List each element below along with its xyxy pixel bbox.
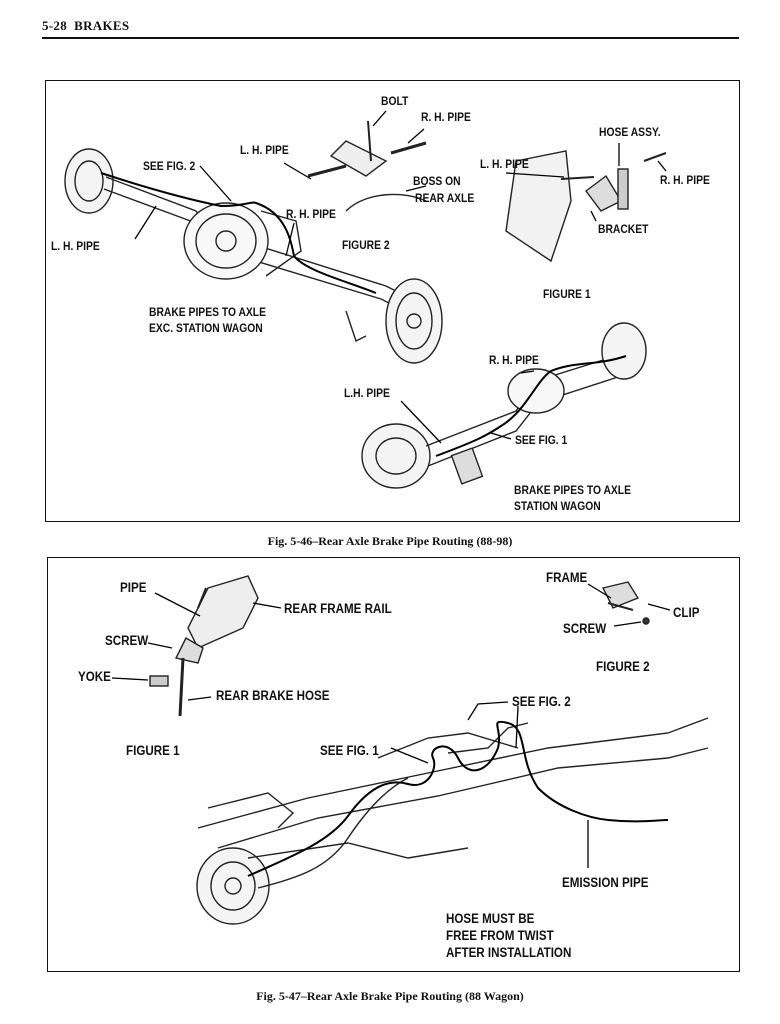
label-rh-pipe-fig1: R. H. PIPE — [660, 173, 710, 187]
label-lh-pipe-top: L. H. PIPE — [240, 143, 289, 157]
label-rear-frame-rail: REAR FRAME RAIL — [284, 601, 392, 616]
page-header: 5-28 BRAKES — [42, 18, 129, 34]
wagon-axle-illustration — [361, 322, 647, 489]
figure-5-47-drawing — [111, 575, 709, 925]
label-lh-pipe-left: L. H. PIPE — [51, 239, 100, 253]
label-brake-pipes-to-axle: BRAKE PIPES TO AXLE — [149, 305, 266, 319]
label-rh-pipe-mid: R. H. PIPE — [286, 207, 336, 221]
label-figure-2: FIGURE 2 — [596, 659, 650, 674]
label-hose-assy: HOSE ASSY. — [599, 125, 661, 139]
label-figure-2: FIGURE 2 — [342, 238, 390, 252]
figure-2-detail-illustration — [601, 581, 650, 625]
label-screw-fig1: SCREW — [105, 633, 149, 648]
figure-5-46-caption: Fig. 5-46–Rear Axle Brake Pipe Routing (… — [267, 534, 513, 548]
brake-pipe-line-main — [100, 172, 377, 294]
label-station-wagon: STATION WAGON — [514, 499, 601, 513]
label-figure-1: FIGURE 1 — [126, 743, 180, 758]
brake-pipe-line — [247, 720, 669, 877]
figure-1-detail-illustration — [149, 575, 259, 717]
chassis-illustration — [196, 717, 709, 925]
label-see-fig-2: SEE FIG. 2 — [143, 159, 196, 173]
label-lh-pipe-fig1: L. H. PIPE — [480, 157, 529, 171]
label-see-fig-2: SEE FIG. 2 — [512, 694, 571, 709]
label-pipe: PIPE — [120, 580, 147, 595]
label-see-fig-1: SEE FIG. 1 — [515, 433, 568, 447]
label-rh-pipe-top: R. H. PIPE — [421, 110, 471, 124]
figure-2-detail-illustration — [307, 120, 427, 212]
label-yoke: YOKE — [78, 669, 111, 684]
label-clip: CLIP — [673, 605, 700, 620]
leader-lines — [111, 583, 671, 868]
figure-1-detail-illustration — [505, 150, 667, 263]
label-rear-axle: REAR AXLE — [415, 191, 475, 205]
figure-5-47-caption: Fig. 5-47–Rear Axle Brake Pipe Routing (… — [256, 989, 524, 1003]
page-number: 5-28 — [42, 18, 68, 33]
label-boss-on: BOSS ON — [413, 174, 461, 188]
label-brake-pipes-to-axle-wagon: BRAKE PIPES TO AXLE — [514, 483, 631, 497]
label-bolt: BOLT — [381, 94, 409, 108]
figure-5-46-panel: BOLT R. H. PIPE L. H. PIPE SEE FIG. 2 BO… — [45, 80, 740, 522]
figure-5-47-panel: PIPE REAR FRAME RAIL SCREW YOKE REAR BRA… — [47, 557, 740, 972]
leader-lines — [134, 110, 667, 444]
header-rule — [42, 37, 739, 39]
label-frame: FRAME — [546, 570, 588, 585]
label-emission-pipe: EMISSION PIPE — [562, 875, 649, 890]
label-hose-note: HOSE MUST BE FREE FROM TWIST AFTER INSTA… — [446, 911, 572, 960]
figure-5-46-drawing — [64, 110, 667, 489]
label-rear-brake-hose: REAR BRAKE HOSE — [216, 688, 330, 703]
label-bracket: BRACKET — [598, 222, 649, 236]
section-title: BRAKES — [74, 18, 130, 33]
label-figure-1: FIGURE 1 — [543, 287, 591, 301]
label-rh-pipe-wagon: R. H. PIPE — [489, 353, 539, 367]
label-see-fig-1: SEE FIG. 1 — [320, 743, 379, 758]
label-screw-fig2: SCREW — [563, 621, 607, 636]
label-exc-station-wagon: EXC. STATION WAGON — [149, 321, 263, 335]
label-lh-pipe-wagon: L.H. PIPE — [344, 386, 390, 400]
axle-assembly-illustration — [64, 148, 443, 364]
